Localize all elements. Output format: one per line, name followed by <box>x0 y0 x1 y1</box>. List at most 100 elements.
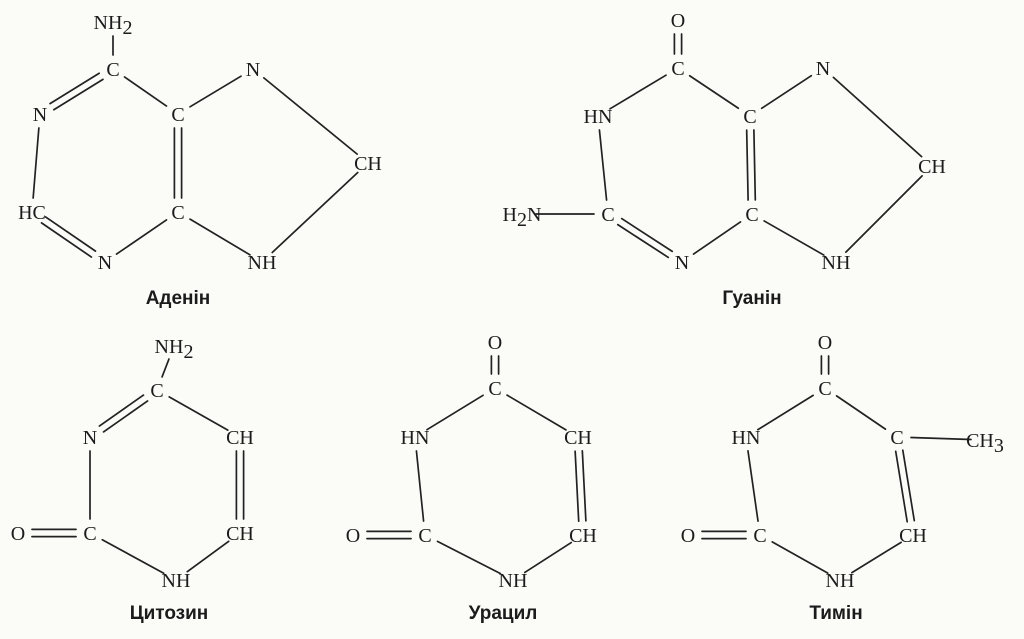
atom-symbol: C <box>745 204 758 226</box>
molecule-caption: Гуанін <box>722 288 781 309</box>
atom-label-n1: NH <box>162 570 191 592</box>
double-bond-c2-n3-0 <box>620 217 674 253</box>
atom-symbol: H <box>503 204 517 226</box>
single-bond-c6-c5 <box>688 74 740 110</box>
atom-label-c6: C <box>671 58 684 80</box>
atom-label-c5: C <box>890 427 903 449</box>
atom-label-o4: O <box>488 332 502 354</box>
atom-symbol: O <box>346 525 360 547</box>
atom-label-o: O <box>671 10 685 32</box>
atom-label-o: O <box>11 523 25 545</box>
atom-label-n9: NH <box>248 252 277 274</box>
atom-symbol: CH <box>966 430 994 452</box>
atom-subscript: 3 <box>994 435 1004 457</box>
single-bond-c4-n3 <box>426 394 484 431</box>
atom-label-nh2: NH2 <box>155 336 194 363</box>
atom-symbol: N <box>33 104 47 126</box>
molecule-caption: Цитозин <box>130 603 209 624</box>
single-bond-n3-c2 <box>415 450 425 522</box>
double-bond-c4-c5-1 <box>753 129 757 201</box>
atom-symbol: NH <box>94 12 123 34</box>
atom-symbol: CH <box>899 525 927 547</box>
single-bond-c5-n7 <box>189 75 242 108</box>
atom-label-c5: CH <box>564 427 592 449</box>
single-bond-c6-n1 <box>523 541 573 574</box>
molecule-caption: Урацил <box>469 603 538 624</box>
atom-label-c4: C <box>818 378 831 400</box>
atom-symbol: C <box>818 378 831 400</box>
atom-label-c2: HC <box>18 202 46 224</box>
atom-symbol: NH <box>499 570 528 592</box>
double-bond-c4-n3-0 <box>102 400 149 433</box>
atom-symbol: C <box>488 378 501 400</box>
atom-symbol: CH <box>569 525 597 547</box>
atom-symbol: C <box>150 380 163 402</box>
double-bond-c5-c6-1 <box>894 450 909 523</box>
atom-label-n1: HN <box>584 106 613 128</box>
atom-label-nh2: H2N <box>503 204 542 231</box>
single-bond-n3-c4 <box>115 219 168 255</box>
atom-subscript: 2 <box>183 341 193 363</box>
atom-symbol: CH <box>226 523 254 545</box>
atom-label-n7: N <box>816 58 830 80</box>
atom-symbol: NH <box>822 252 851 274</box>
single-bond-c4-n9 <box>763 220 825 256</box>
atom-label-c8: CH <box>918 156 946 178</box>
atom-symbol: N <box>527 204 541 226</box>
single-bond-c5-me <box>910 436 972 441</box>
atom-symbol: O <box>488 332 502 354</box>
atom-label-n3: HN <box>401 427 430 449</box>
atom-label-o4: O <box>818 332 832 354</box>
single-bond-nh2-c4 <box>161 358 170 378</box>
single-bond-n7-c8 <box>262 77 359 155</box>
double-bond-c5-c6-1 <box>574 450 580 523</box>
double-bond-c2-n3-1 <box>40 222 93 258</box>
atom-symbol: C <box>171 202 184 224</box>
single-bond-c8-n9 <box>271 171 359 254</box>
single-bond-c4-n3 <box>757 394 814 431</box>
atom-symbol: C <box>83 523 96 545</box>
atom-subscript: 2 <box>122 17 132 39</box>
atom-symbol: CH <box>354 153 382 175</box>
single-bond-n7-c8 <box>832 76 923 158</box>
atom-symbol: CH <box>564 427 592 449</box>
atom-label-n3: N <box>98 252 112 274</box>
atom-label-c8: CH <box>354 153 382 175</box>
atom-symbol: N <box>816 58 830 80</box>
double-bond-c6-n1-1 <box>49 72 101 105</box>
atom-label-c5: C <box>171 104 184 126</box>
atom-label-nh2: NH2 <box>94 12 133 39</box>
single-bond-c6-n1 <box>186 540 230 573</box>
atom-label-c6: CH <box>569 525 597 547</box>
atom-symbol: NH <box>826 570 855 592</box>
double-bond-c4-n3-1 <box>98 394 145 427</box>
atom-symbol: N <box>98 252 112 274</box>
single-bond-n3-c4 <box>692 221 742 255</box>
atom-symbol: C <box>671 58 684 80</box>
atom-label-c6: CH <box>226 523 254 545</box>
single-bond-c6-n1 <box>851 541 902 574</box>
atom-label-c5: C <box>743 106 756 128</box>
double-bond-c5-c6-0 <box>901 449 916 522</box>
atom-label-n3: HN <box>732 427 761 449</box>
single-bond-c6-c5 <box>123 76 168 107</box>
atom-symbol: N <box>675 252 689 274</box>
atom-label-c6: CH <box>899 525 927 547</box>
atom-label-n1: NH <box>826 570 855 592</box>
atom-label-c6: C <box>106 59 119 81</box>
single-bond-c4-c5 <box>506 394 567 431</box>
single-bond-c2-n1 <box>436 540 502 575</box>
single-bond-c4-n9 <box>189 218 251 256</box>
atom-symbol: NH <box>162 570 191 592</box>
atom-symbol: N <box>246 59 260 81</box>
atom-label-n3: N <box>675 252 689 274</box>
atom-symbol: HN <box>401 427 430 449</box>
single-bond-c2-n1 <box>101 538 165 575</box>
atom-symbol: C <box>890 427 903 449</box>
atom-symbol: NH <box>248 252 277 274</box>
single-bond-c5-n7 <box>760 74 813 110</box>
